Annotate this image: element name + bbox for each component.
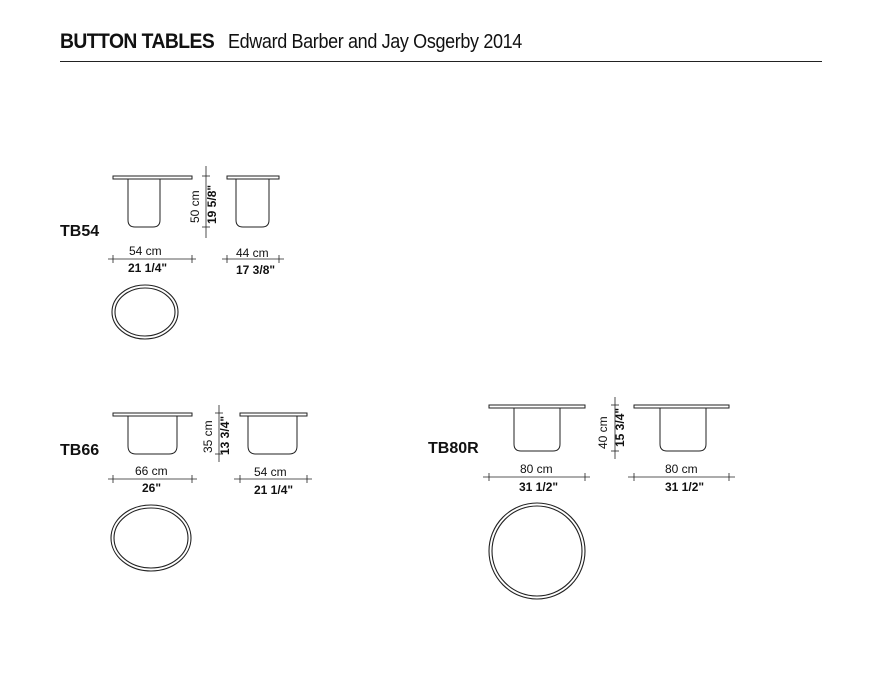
front-elevation <box>112 412 193 455</box>
page-subtitle: Edward Barber and Jay Osgerby 2014 <box>228 31 522 53</box>
depth-cm: 54 cm <box>254 465 287 479</box>
plan-view <box>488 502 586 600</box>
side-width-dimension: 44 cm 17 3/8" <box>222 246 284 277</box>
table-base <box>659 408 707 452</box>
depth-in: 17 3/8" <box>236 263 275 277</box>
table-base <box>247 416 298 455</box>
side-elevation <box>633 404 730 452</box>
width-cm: 80 cm <box>520 462 553 476</box>
front-width-dimension: 80 cm 31 1/2" <box>483 462 590 494</box>
side-elevation <box>239 412 308 455</box>
page-header: BUTTON TABLES Edward Barber and Jay Osge… <box>60 30 822 62</box>
side-elevation <box>226 175 280 228</box>
height-dimension: 35 cm 13 3/4" <box>201 405 232 462</box>
depth-cm: 80 cm <box>665 462 698 476</box>
front-elevation <box>112 175 193 228</box>
width-in: 21 1/4" <box>128 261 167 275</box>
table-top <box>633 404 730 409</box>
table-top <box>239 412 308 417</box>
table-top <box>226 175 280 180</box>
height-dimension: 40 cm 15 3/4" <box>596 397 627 459</box>
table-base <box>513 408 561 452</box>
model-label: TB66 <box>60 442 99 459</box>
side-width-dimension: 54 cm 21 1/4" <box>234 465 312 497</box>
table-base <box>127 416 178 455</box>
height-cm: 35 cm <box>201 420 215 453</box>
model-tb66: TB66 35 cm 13 3/4" 66 cm 26" 54 c <box>60 405 312 572</box>
front-elevation <box>488 404 586 452</box>
depth-in: 21 1/4" <box>254 483 293 497</box>
height-in: 13 3/4" <box>218 416 232 455</box>
height-in: 15 3/4" <box>613 408 627 447</box>
plan-view <box>111 284 179 340</box>
model-tb80r: TB80R 40 cm 15 3/4" 80 cm 31 1/2" <box>428 397 735 600</box>
table-top <box>112 412 193 417</box>
model-tb54: TB54 50 cm 19 5/8" 54 cm 21 1/4" <box>60 166 284 340</box>
table-base <box>235 179 270 228</box>
height-cm: 40 cm <box>596 416 610 449</box>
side-width-dimension: 80 cm 31 1/2" <box>628 462 735 494</box>
width-in: 31 1/2" <box>519 480 558 494</box>
depth-in: 31 1/2" <box>665 480 704 494</box>
height-dimension: 50 cm 19 5/8" <box>188 166 219 238</box>
depth-cm: 44 cm <box>236 246 269 260</box>
width-cm: 54 cm <box>129 244 162 258</box>
page-title: BUTTON TABLES <box>60 30 215 53</box>
front-width-dimension: 54 cm 21 1/4" <box>108 244 196 275</box>
table-top <box>112 175 193 180</box>
table-top <box>488 404 586 409</box>
width-cm: 66 cm <box>135 464 168 478</box>
model-label: TB80R <box>428 440 479 457</box>
model-label: TB54 <box>60 223 99 240</box>
front-width-dimension: 66 cm 26" <box>108 464 197 495</box>
width-in: 26" <box>142 481 161 495</box>
plan-view <box>110 504 192 572</box>
height-in: 19 5/8" <box>205 185 219 224</box>
table-base <box>127 179 161 228</box>
height-cm: 50 cm <box>188 190 202 223</box>
